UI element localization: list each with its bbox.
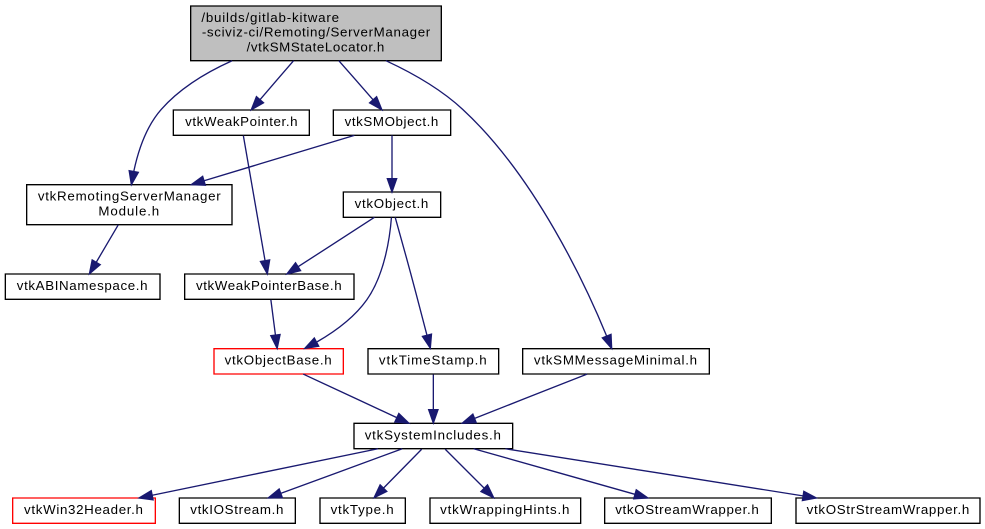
svg-text:vtkSMObject.h: vtkSMObject.h: [345, 114, 439, 129]
svg-text:vtkWrappingHints.h: vtkWrappingHints.h: [440, 502, 569, 517]
svg-text:vtkWeakPointer.h: vtkWeakPointer.h: [185, 114, 297, 129]
svg-text:vtkObject.h: vtkObject.h: [355, 196, 429, 211]
svg-text:vtkWeakPointerBase.h: vtkWeakPointerBase.h: [196, 278, 342, 293]
svg-text:vtkObjectBase.h: vtkObjectBase.h: [225, 353, 332, 368]
svg-text:vtkIOStream.h: vtkIOStream.h: [190, 502, 283, 517]
svg-text:vtkABINamespace.h: vtkABINamespace.h: [17, 278, 148, 293]
svg-text:vtkSMMessageMinimal.h: vtkSMMessageMinimal.h: [534, 353, 697, 368]
svg-text:Module.h: Module.h: [98, 203, 159, 218]
svg-text:vtkTimeStamp.h: vtkTimeStamp.h: [379, 353, 487, 368]
svg-text:/vtkSMStateLocator.h: /vtkSMStateLocator.h: [247, 39, 385, 54]
svg-text:-sciviz-ci/Remoting/ServerMana: -sciviz-ci/Remoting/ServerManager: [202, 25, 431, 40]
svg-text:/builds/gitlab-kitware: /builds/gitlab-kitware: [201, 10, 339, 25]
svg-text:vtkRemotingServerManager: vtkRemotingServerManager: [38, 189, 221, 204]
svg-text:vtkType.h: vtkType.h: [331, 502, 394, 517]
svg-text:vtkOStreamWrapper.h: vtkOStreamWrapper.h: [615, 502, 759, 517]
svg-text:vtkWin32Header.h: vtkWin32Header.h: [24, 502, 143, 517]
svg-text:vtkOStrStreamWrapper.h: vtkOStrStreamWrapper.h: [807, 502, 970, 517]
svg-text:vtkSystemIncludes.h: vtkSystemIncludes.h: [365, 427, 501, 442]
